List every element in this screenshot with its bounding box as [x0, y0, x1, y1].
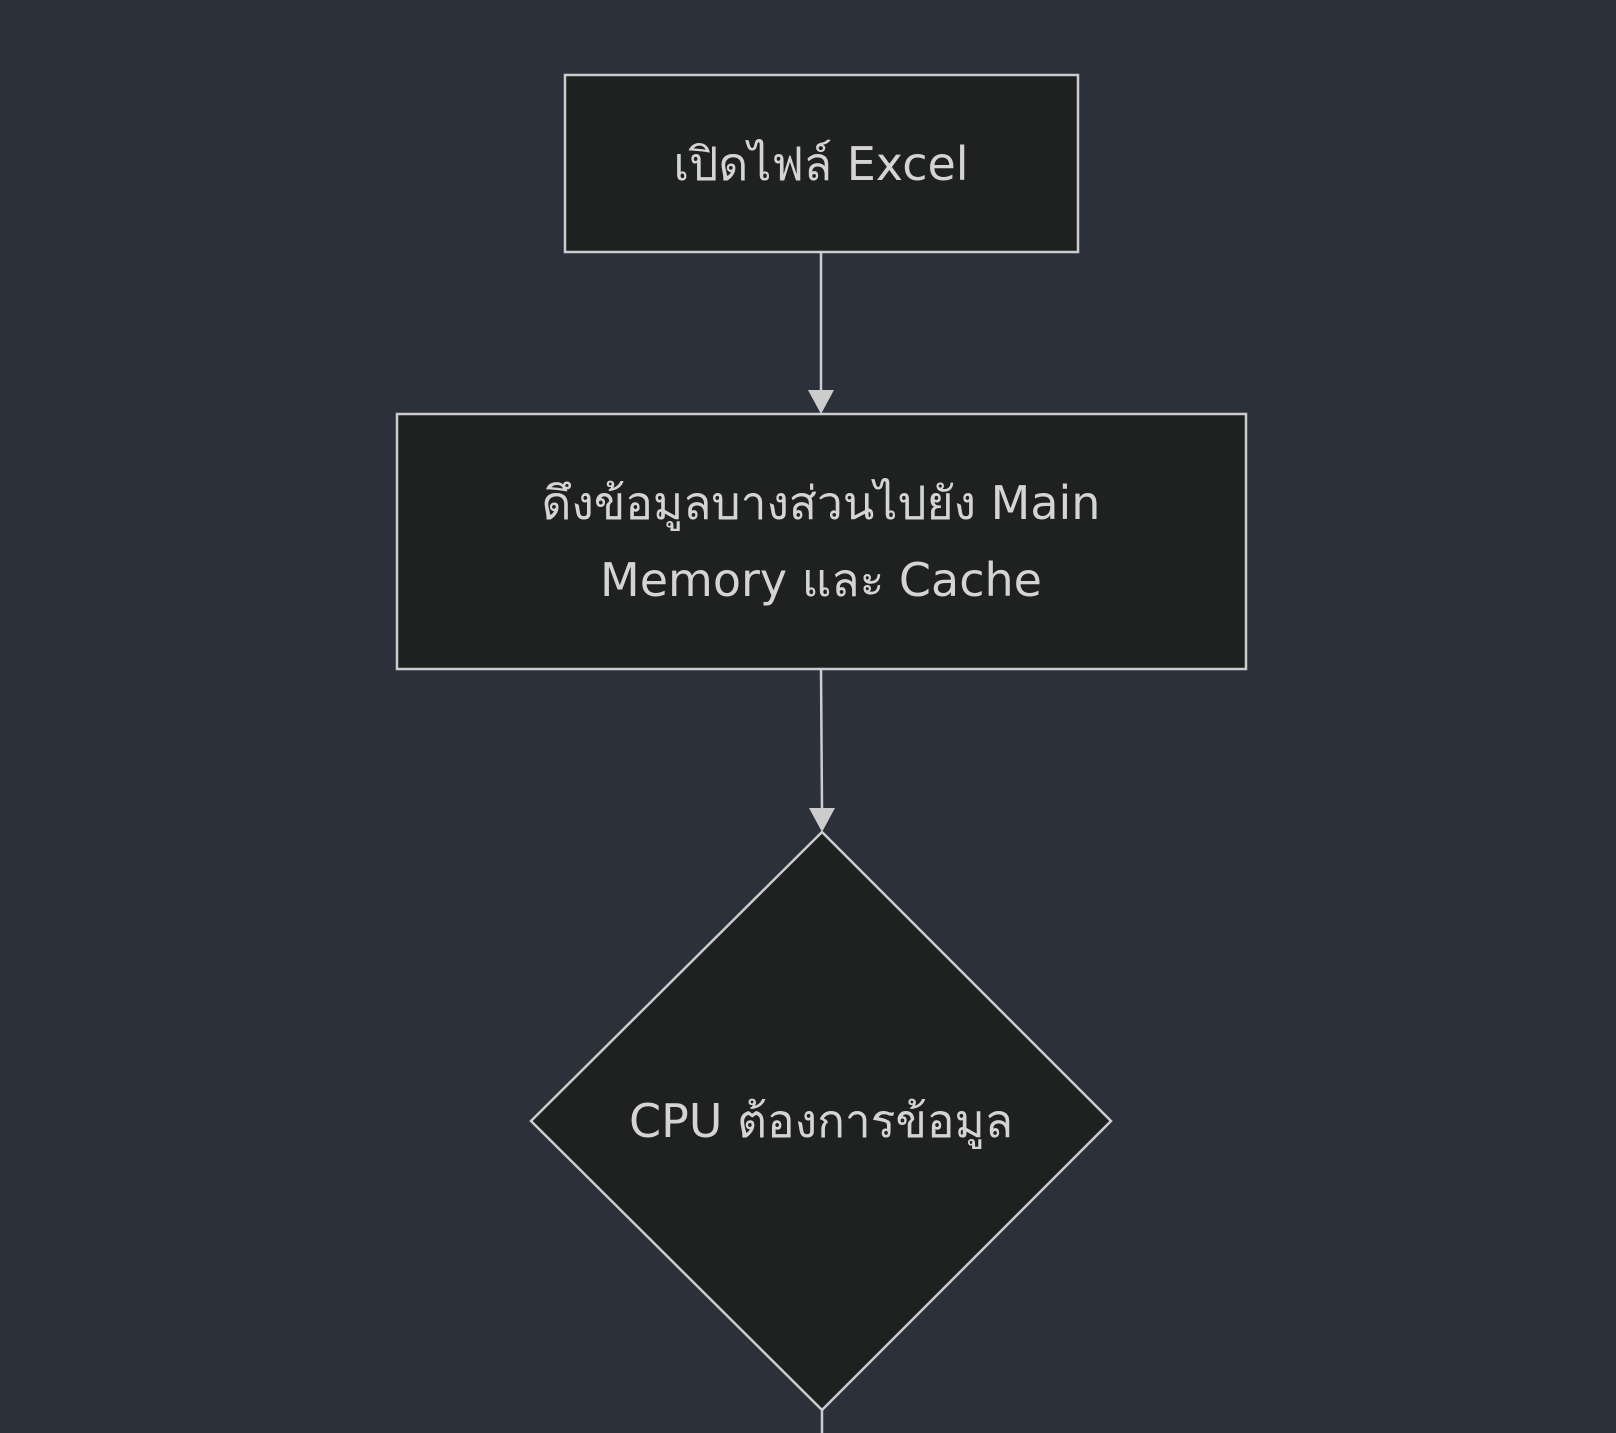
node-load-memory-cache-box [395, 412, 1248, 671]
edges [808, 252, 835, 1433]
node-load-memory-cache-label-line-2: Memory และ Cache [600, 553, 1042, 607]
node-cpu-needs-data-label: CPU ต้องการข้อมูล [629, 1094, 1013, 1149]
node-load-memory-cache-label-line-1: ดึงข้อมูลบางส่วนไปยัง Main [542, 476, 1101, 531]
node-open-excel-box [563, 73, 1080, 254]
node-load-memory-cache[interactable]: ดึงข้อมูลบางส่วนไปยัง Main Memory และ Ca… [395, 412, 1248, 671]
node-cpu-needs-data[interactable]: CPU ต้องการข้อมูล [529, 830, 1113, 1412]
node-open-excel[interactable]: เปิดไฟล์ Excel [563, 73, 1080, 254]
arrowhead-icon [808, 390, 834, 414]
edge-load-memory-cache-to-cpu-needs-data [819, 669, 824, 809]
node-cpu-needs-data-diamond [529, 830, 1113, 1412]
arrowhead-icon [809, 808, 835, 832]
node-open-excel-label: เปิดไฟล์ Excel [673, 137, 968, 191]
